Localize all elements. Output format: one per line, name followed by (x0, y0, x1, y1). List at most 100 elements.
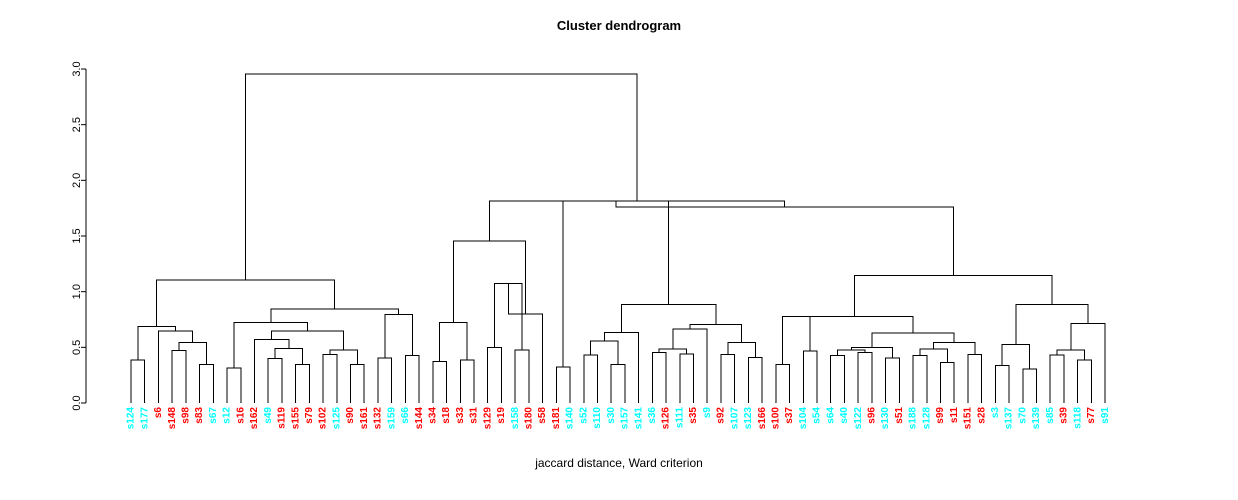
leaf-label: s162 (249, 407, 260, 430)
leaf-label: s141 (633, 407, 644, 430)
dendrogram-link (350, 364, 365, 403)
leaf-label: s102 (318, 407, 329, 430)
dendrogram-link (130, 359, 146, 403)
leaf-label: s129 (482, 407, 493, 430)
leaf-label: s128 (921, 407, 932, 430)
leaf-label: s49 (263, 407, 274, 424)
dendrogram-link (994, 365, 1010, 403)
dendrogram-link (854, 275, 1053, 317)
leaf-label: s122 (853, 407, 864, 430)
dendrogram-link (967, 354, 983, 403)
dendrogram-link (233, 321, 309, 368)
dendrogram-link (226, 367, 242, 403)
dendrogram-link (933, 341, 976, 355)
dendrogram-link (727, 341, 756, 358)
dendrogram-link (615, 200, 954, 276)
svg-text:0.0: 0.0 (71, 395, 83, 410)
leaf-label: s34 (427, 407, 438, 424)
leaf-label: s36 (647, 407, 658, 424)
leaf-label: s119 (277, 407, 288, 429)
y-axis: 0.00.51.01.52.02.53.0 (71, 61, 87, 411)
dendrogram-link (912, 355, 928, 403)
dendrogram-link (1056, 349, 1086, 361)
dendrogram-link (603, 331, 640, 403)
leaf-label: s137 (1004, 407, 1015, 430)
leaf-label: s31 (469, 407, 480, 424)
dendrogram-link (562, 200, 670, 367)
dendrogram-link (137, 326, 177, 361)
dendrogram-link (404, 355, 420, 403)
dendrogram-link (274, 347, 303, 365)
leaf-label: s140 (565, 407, 576, 430)
leaf-label: s40 (839, 407, 850, 424)
leaf-label: s96 (867, 407, 878, 424)
dendrogram-link (459, 359, 475, 403)
leaf-ticks (130, 402, 1106, 403)
leaf-label: s77 (1086, 407, 1097, 424)
dendrogram-link (452, 240, 526, 323)
leaf-label: s180 (524, 407, 535, 430)
leaf-label: s58 (537, 407, 548, 424)
svg-text:1.5: 1.5 (71, 228, 83, 243)
leaf-label: s18 (441, 407, 452, 424)
leaf-label: s92 (716, 407, 727, 424)
dendrogram-link (658, 348, 688, 355)
dendrogram-link (857, 351, 873, 403)
leaf-label: s37 (784, 407, 795, 424)
leaf-label: s51 (894, 407, 905, 424)
leaf-label: s91 (1100, 407, 1111, 424)
leaf-label: s104 (798, 407, 809, 430)
leaf-label: s64 (825, 407, 836, 424)
leaf-label: s54 (812, 407, 823, 424)
leaf-label: s124 (126, 407, 137, 430)
dendrogram-link (885, 357, 900, 403)
leaf-label: s67 (208, 407, 219, 424)
dendrogram-link (747, 356, 763, 403)
leaf-label: s33 (455, 407, 466, 424)
leaf-label: s125 (331, 407, 342, 430)
dendrogram-link (583, 354, 598, 403)
leaf-label: s157 (620, 407, 631, 430)
dendrogram-link (171, 350, 187, 403)
leaf-label: s9 (702, 407, 713, 419)
leaf-label: s130 (880, 407, 891, 430)
leaf-label: s159 (386, 407, 397, 430)
leaf-label: s166 (757, 407, 768, 430)
dendrogram-link (689, 324, 743, 343)
dendrogram-link (514, 349, 530, 403)
dendrogram-link (1077, 359, 1092, 403)
leaf-label: s11 (949, 407, 960, 424)
dendrogram-link (939, 361, 955, 403)
leaf-label: s158 (510, 407, 521, 430)
leaf-label: s188 (908, 407, 919, 430)
dendrogram-link (620, 303, 717, 333)
leaf-label: s107 (729, 407, 740, 430)
leaf-label: s90 (345, 407, 356, 424)
dendrogram-link (837, 349, 866, 356)
dendrogram-link (672, 328, 708, 403)
dendrogram-link (245, 73, 638, 280)
dendrogram-link (295, 364, 310, 403)
dendrogram-link (830, 355, 845, 403)
dendrogram-link (590, 340, 619, 365)
leaf-label: s30 (606, 407, 617, 424)
dendrogram-link (487, 346, 502, 403)
dendrogram-link (267, 357, 283, 403)
dendrogram-link (432, 360, 448, 403)
dendrogram-link (270, 308, 400, 323)
dendrogram-link (329, 349, 358, 365)
dendrogram-link (384, 313, 413, 358)
dendrogram-link (1022, 368, 1038, 403)
dendrogram-link (651, 351, 667, 403)
leaf-label: s181 (551, 407, 562, 430)
dendrogram-link (871, 332, 955, 348)
leaf-label: s148 (167, 407, 178, 430)
leaf-label: s132 (373, 407, 384, 430)
leaf-label: s144 (414, 407, 425, 430)
dendrogram-link (1049, 354, 1065, 403)
leaf-label: s70 (1017, 407, 1028, 424)
leaf-label: s83 (194, 407, 205, 424)
